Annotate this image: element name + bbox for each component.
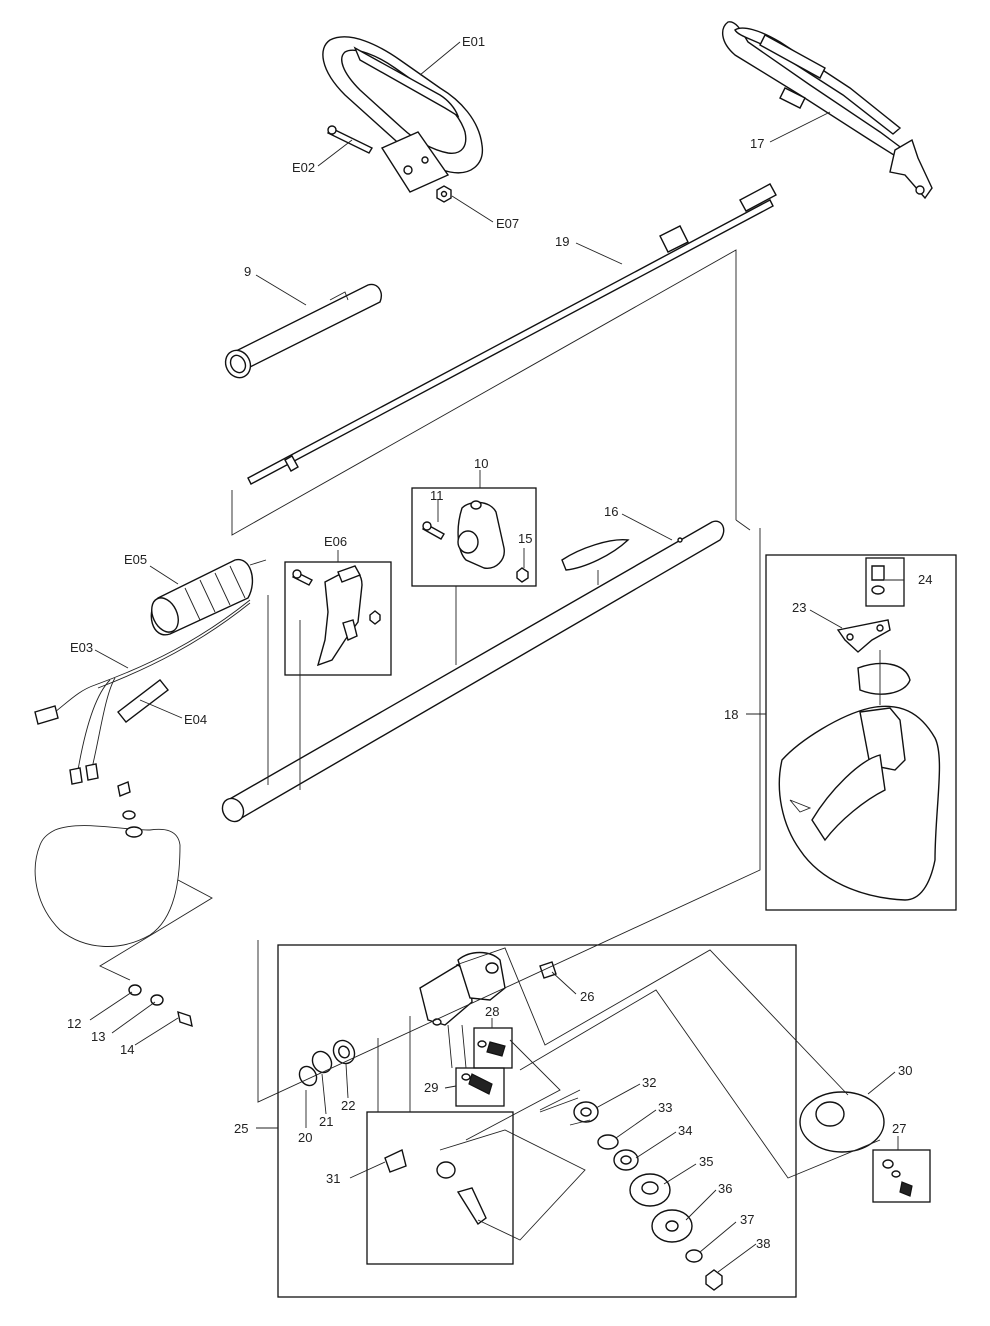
label-23: 23: [792, 600, 806, 615]
bolt-11: [422, 521, 445, 540]
label-17: 17: [750, 136, 764, 151]
label-34: 34: [678, 1123, 692, 1138]
circlip-33: [597, 1134, 619, 1150]
label-e05: E05: [124, 552, 147, 567]
box-18: [765, 554, 957, 911]
label-12: 12: [67, 1016, 81, 1031]
label-9: 9: [244, 264, 251, 279]
label-e02: E02: [292, 160, 315, 175]
label-38: 38: [756, 1236, 770, 1251]
nut-e07: [436, 185, 452, 203]
label-32: 32: [642, 1075, 656, 1090]
label-16: 16: [604, 504, 618, 519]
label-10: 10: [474, 456, 488, 471]
bolt-e02: [327, 125, 373, 154]
bracket-23: [836, 619, 891, 653]
label-29: 29: [424, 1080, 438, 1095]
guard-18: [778, 662, 941, 901]
label-24: 24: [918, 572, 932, 587]
main-pipe-16: [221, 520, 725, 823]
bearing-22: [332, 1039, 356, 1065]
box-24: [865, 557, 905, 607]
nut-38: [705, 1269, 723, 1291]
label-e01: E01: [462, 34, 485, 49]
circlip-21: [311, 1050, 333, 1074]
label-14: 14: [120, 1042, 134, 1057]
label-26: 26: [580, 989, 594, 1004]
engine-outline: [34, 781, 181, 947]
label-28: 28: [485, 1004, 499, 1019]
drive-shaft-19: [247, 183, 777, 485]
washer-12: [128, 984, 142, 996]
label-37: 37: [740, 1212, 754, 1227]
label-e04: E04: [184, 712, 207, 727]
wire-e03: [34, 599, 251, 785]
sticker: [561, 539, 630, 571]
gear-31: [384, 1149, 487, 1226]
label-19: 19: [555, 234, 569, 249]
label-e06: E06: [324, 534, 347, 549]
label-35: 35: [699, 1154, 713, 1169]
box-29: [455, 1067, 505, 1107]
box-25: [277, 944, 797, 1298]
bolt-14: [177, 1010, 193, 1028]
box-10: [411, 487, 537, 587]
plate-36: [651, 1209, 693, 1243]
throttle-e06: [316, 565, 363, 667]
label-15: 15: [518, 531, 532, 546]
screw-e06: [292, 569, 313, 586]
label-18: 18: [724, 707, 738, 722]
label-e03: E03: [70, 640, 93, 655]
bearing-32: [573, 1101, 599, 1123]
label-33: 33: [658, 1100, 672, 1115]
label-20: 20: [298, 1130, 312, 1145]
bolt-27: [882, 1159, 913, 1197]
cup-30: [799, 1091, 885, 1153]
nut-15: [516, 567, 529, 583]
gear-case-25: [419, 951, 506, 1026]
bolt-29: [461, 1073, 493, 1095]
bearing-34: [613, 1149, 639, 1171]
label-13: 13: [91, 1029, 105, 1044]
label-22: 22: [341, 1098, 355, 1113]
box-31: [366, 1111, 514, 1265]
bolt-28: [477, 1040, 506, 1057]
loop-handle-e01: [322, 36, 484, 193]
leader-lines: [89, 41, 904, 1273]
tube-9: [224, 283, 382, 379]
box-27: [872, 1149, 931, 1203]
shoulder-strap-17: [722, 21, 933, 200]
label-e07: E07: [496, 216, 519, 231]
clamp-10: [457, 500, 505, 569]
washer-37: [685, 1249, 703, 1263]
bolt-26: [539, 961, 557, 979]
label-27: 27: [892, 1121, 906, 1136]
bolt-24: [871, 565, 885, 595]
label-25: 25: [234, 1121, 248, 1136]
label-21: 21: [319, 1114, 333, 1129]
label-36: 36: [718, 1181, 732, 1196]
label-11: 11: [430, 488, 444, 503]
holder-35: [629, 1173, 671, 1207]
label-31: 31: [326, 1171, 340, 1186]
label-30: 30: [898, 1063, 912, 1078]
grip-e05: [150, 559, 253, 636]
nut-e06: [369, 610, 381, 625]
